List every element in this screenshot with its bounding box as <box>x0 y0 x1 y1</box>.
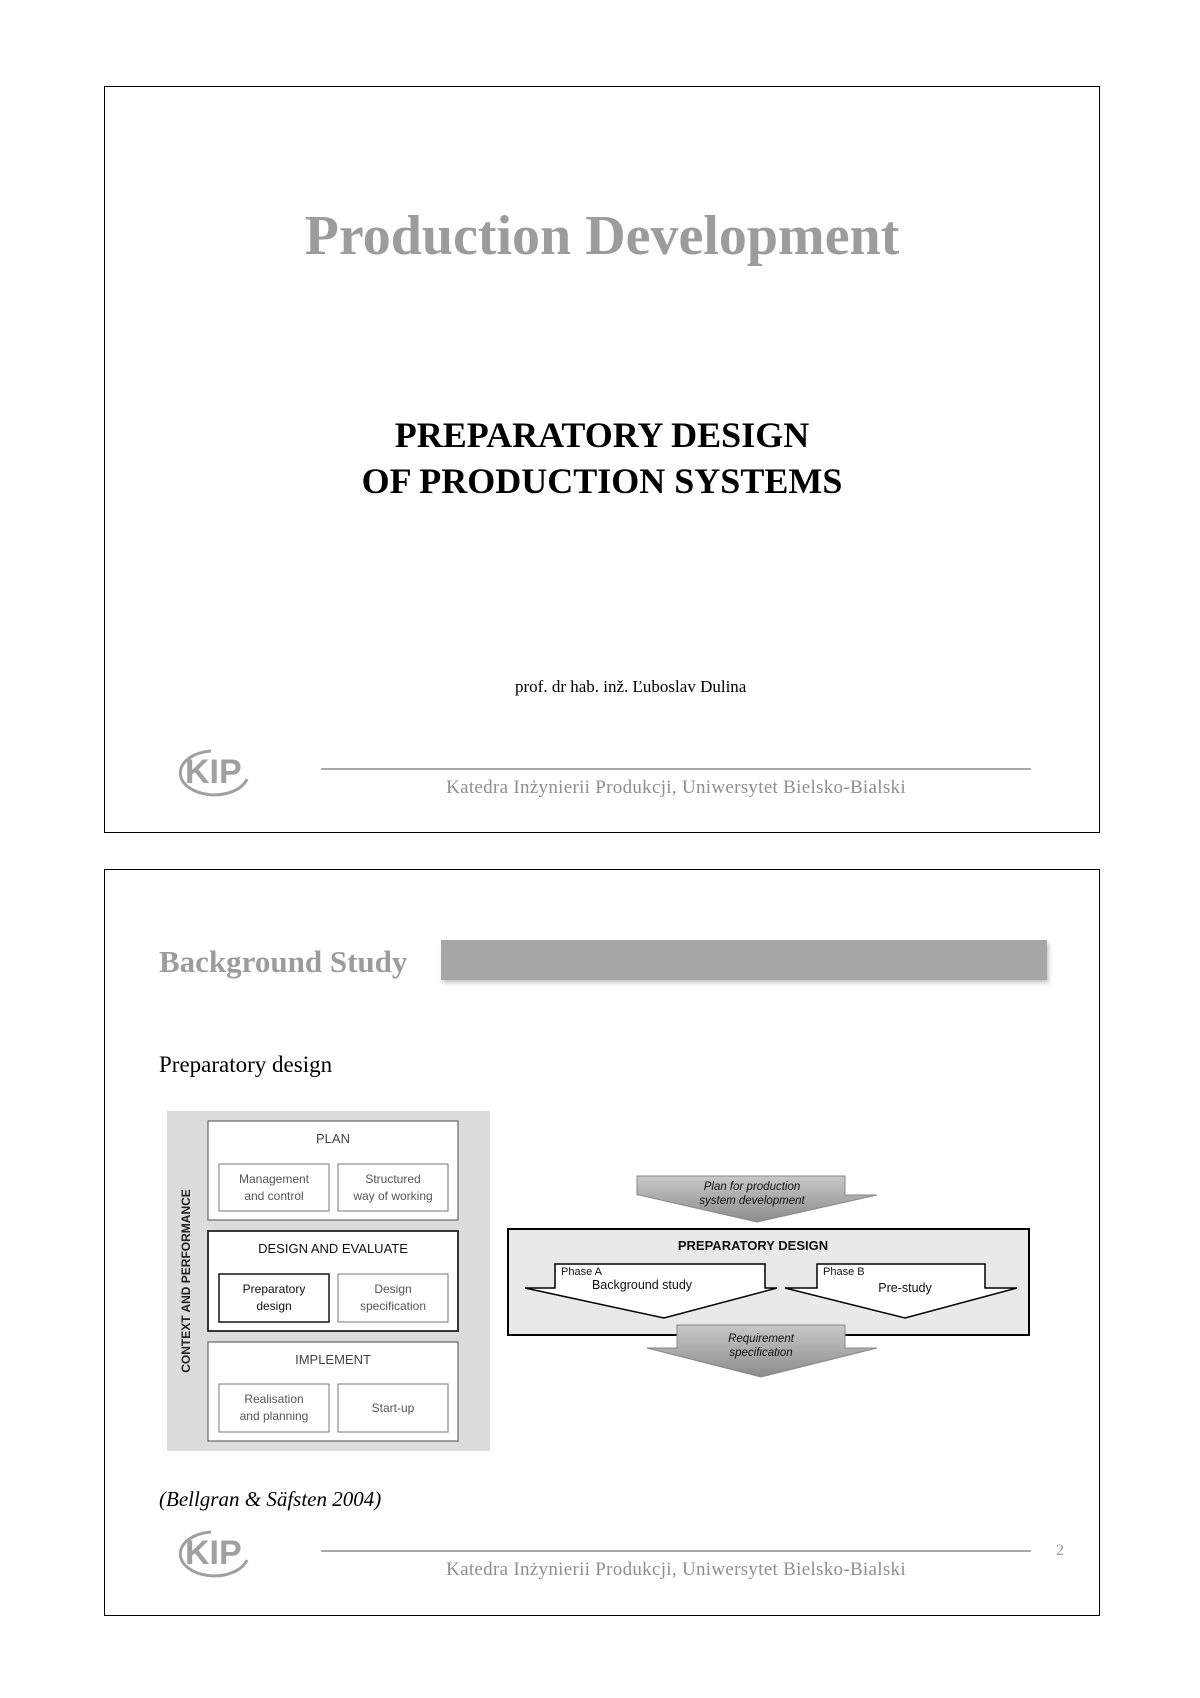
phase-a-name: Background study <box>592 1278 693 1292</box>
section-title: Background Study <box>159 944 408 979</box>
preparatory-box <box>218 1273 330 1323</box>
input-arrow <box>636 1175 878 1223</box>
startup-text: Start-up <box>372 1401 415 1415</box>
footer-text: Katedra Inżynierii Produkcji, Uniwersyte… <box>446 1559 906 1580</box>
input-line-2: system development <box>699 1195 805 1207</box>
structured-line-1: Structured <box>365 1172 420 1186</box>
author-name: prof. dr hab. inž. Ľuboslav Dulina <box>515 677 747 696</box>
management-box <box>218 1163 330 1212</box>
logo-text: KIP <box>185 753 242 791</box>
specification-box <box>337 1273 449 1323</box>
output-line-2: specification <box>729 1347 792 1359</box>
structured-line-2: way of working <box>352 1189 432 1203</box>
footer-text: Katedra Inżynierii Produkcji, Uniwersyte… <box>446 777 906 798</box>
kip-logo-icon: KIP <box>178 749 249 797</box>
phase-b-arrow <box>784 1263 1018 1319</box>
phase-a-label: Phase A <box>561 1266 603 1278</box>
specification-line-1: Design <box>374 1282 411 1296</box>
phase-a-arrow <box>524 1263 778 1319</box>
presentation-subtitle: PREPARATORY DESIGN OF PRODUCTION SYSTEMS <box>105 412 1099 504</box>
phase-b-label: Phase B <box>823 1266 865 1278</box>
preparatory-line-1: Preparatory <box>243 1282 306 1296</box>
plan-title: PLAN <box>316 1131 350 1146</box>
slide-2: Background Study Preparatory design CONT… <box>104 869 1100 1616</box>
subtitle-line-1: PREPARATORY DESIGN <box>394 415 810 455</box>
management-line-2: and control <box>244 1189 303 1203</box>
footer-divider <box>321 1550 1031 1552</box>
structured-box <box>337 1163 449 1212</box>
output-arrow <box>646 1324 878 1378</box>
page-number: 2 <box>1056 1542 1064 1559</box>
footer-divider <box>321 768 1031 770</box>
startup-box <box>337 1383 449 1433</box>
realisation-line-2: and planning <box>240 1409 309 1423</box>
output-line-1: Requirement <box>728 1333 795 1345</box>
subtitle-line-2: OF PRODUCTION SYSTEMS <box>361 461 843 501</box>
logo-text: KIP <box>185 1534 242 1572</box>
presentation-title: Production Development <box>304 205 900 267</box>
implement-title: IMPLEMENT <box>295 1352 371 1367</box>
intro-text: Preparatory design <box>159 1052 333 1077</box>
preparatory-line-2: design <box>256 1299 291 1313</box>
preparatory-design-title: PREPARATORY DESIGN <box>678 1238 828 1253</box>
realisation-line-1: Realisation <box>244 1392 303 1406</box>
preparatory-design-diagram: CONTEXT AND PERFORMANCE PLAN Management … <box>167 1111 1030 1451</box>
realisation-box <box>218 1383 330 1433</box>
specification-line-2: specification <box>360 1299 426 1313</box>
input-line-1: Plan for production <box>704 1181 801 1193</box>
design-title: DESIGN AND EVALUATE <box>258 1241 408 1256</box>
citation: (Bellgran & Säfsten 2004) <box>159 1487 382 1511</box>
management-line-1: Management <box>239 1172 310 1186</box>
phase-b-name: Pre-study <box>878 1281 932 1295</box>
context-performance-label: CONTEXT AND PERFORMANCE <box>179 1189 193 1373</box>
slide-1: Production Development PREPARATORY DESIG… <box>104 86 1100 833</box>
kip-logo-icon: KIP <box>178 1530 249 1578</box>
title-bar <box>441 940 1047 980</box>
